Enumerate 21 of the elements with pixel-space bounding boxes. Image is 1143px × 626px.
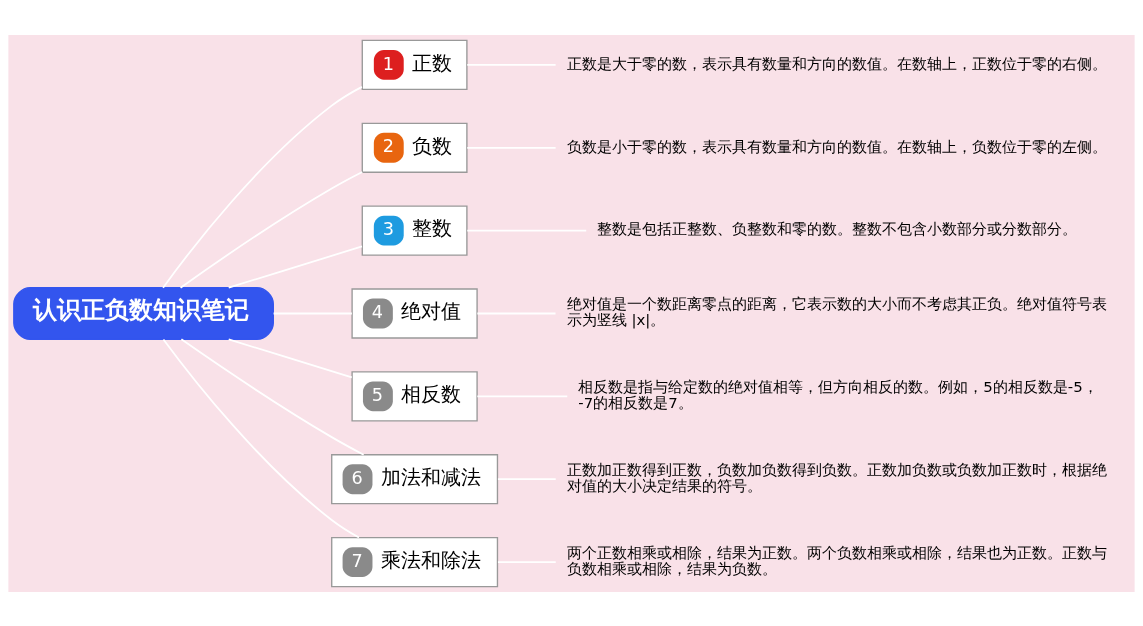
connector [180,337,365,456]
node-box: 7 乘法和除法 [331,536,499,587]
node-box: 1 正数 [361,39,468,90]
node-box: 4 绝对值 [351,287,478,339]
node-box: 6 加法和减法 [331,453,499,504]
node-text: 正数加正数得到正数，负数加负数得到负数。正数加负数或负数加正数时，根据绝对值的大小决定结果的符号。 [566,460,1107,495]
node-box: 5 相反数 [351,370,478,421]
connector [162,85,363,289]
node-text: 正数是大于零的数，表示具有数量和方向的数值。在数轴上，正数位于零的右侧。 [566,54,1107,73]
node-text: 负数是小于零的数，表示具有数量和方向的数值。在数轴上，负数位于零的左侧。 [566,137,1107,156]
connector [179,170,364,289]
node-text: 两个正数相乘或相除，结果为正数。两个负数相乘或相除，结果也为正数。正数与负数相乘或相除，结果为负数。 [566,543,1107,578]
node-text: 绝对值是一个数距离零点的距离，它表示数的大小而不考虑其正负。绝对值符号表示为竖线 |x|。 [566,294,1107,329]
node-box: 3 整数 [361,205,468,256]
connector [227,338,353,378]
node-text: 相反数是指与给定数的绝对值相等，但方向相反的数。例如，5的相反数是-5，-7的相反数是7。 [578,377,1098,412]
node-box: 认识正负数知识笔记 [13,286,274,340]
connector [162,338,360,538]
connector [227,245,363,288]
node-box: 2 负数 [361,122,468,173]
node-text: 整数是包括正整数、负整数和零的数。整数不包含小数部分或分数部分。 [597,219,1078,238]
